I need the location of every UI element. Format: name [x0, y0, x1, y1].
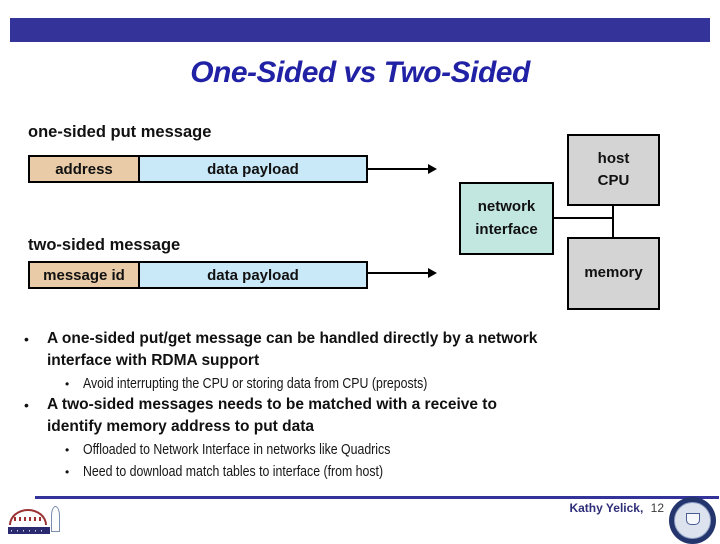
footer-divider: [35, 496, 719, 499]
berkeley-lab-logo: [8, 503, 66, 539]
one-sided-message-box: address data payload: [28, 155, 368, 183]
page-number: 12: [650, 501, 664, 515]
bullet-list: • A one-sided put/get message can be han…: [20, 328, 710, 482]
data-payload-field: data payload: [140, 263, 366, 287]
memory-label: memory: [584, 264, 643, 282]
sub-bullet-item: • Avoid interrupting the CPU or storing …: [65, 375, 710, 394]
bullet-marker: •: [24, 331, 29, 347]
bullet-marker: •: [65, 377, 70, 391]
network-interface-box: network interface: [459, 182, 554, 255]
arrow-head: [428, 268, 437, 278]
network-interface-label-line2: interface: [475, 220, 538, 238]
sub-bullet-text: Avoid interrupting the CPU or storing da…: [83, 376, 428, 392]
slide-title: One-Sided vs Two-Sided: [190, 56, 530, 89]
lab-wordmark-bar: [8, 527, 50, 534]
top-accent-bar: [10, 18, 710, 42]
memory-box: memory: [567, 237, 660, 310]
right-arrow-icon: [368, 268, 437, 278]
arrow-shaft: [368, 272, 429, 274]
bullet-marker: •: [65, 465, 70, 479]
bullet-text-line: A two-sided messages needs to be matched…: [47, 396, 497, 413]
host-cpu-label-line2: CPU: [597, 172, 630, 189]
bullet-item: • A two-sided messages needs to be match…: [20, 394, 710, 438]
two-sided-message-box: message id data payload: [28, 261, 368, 289]
lab-tower-icon: [51, 506, 60, 532]
host-cpu-box: host CPU: [567, 134, 660, 206]
bullet-text: A two-sided messages needs to be matched…: [47, 394, 497, 438]
bullet-marker: •: [24, 397, 29, 413]
two-sided-message-label: two-sided message: [28, 236, 181, 254]
arrow-shaft: [368, 168, 429, 170]
bullet-text-line: identify memory address to put data: [47, 418, 314, 435]
sub-bullet-text: Offloaded to Network Interface in networ…: [83, 442, 391, 458]
network-interface-label-line1: network: [477, 198, 536, 215]
sub-bullet-item: • Need to download match tables to inter…: [65, 463, 710, 482]
connector-line-horizontal: [554, 217, 613, 219]
bullet-text-line: A one-sided put/get message can be handl…: [47, 330, 538, 347]
address-field: address: [30, 157, 140, 181]
uc-berkeley-seal-logo: [669, 497, 716, 544]
footer-credit: Kathy Yelick, 12: [569, 501, 664, 515]
host-cpu-label-line1: host: [597, 149, 630, 167]
right-arrow-icon: [368, 164, 437, 174]
connector-line-vertical: [612, 206, 614, 237]
sub-bullet-text: Need to download match tables to interfa…: [83, 464, 384, 480]
bullet-text: A one-sided put/get message can be handl…: [47, 328, 537, 372]
bullet-marker: •: [65, 443, 70, 457]
bullet-text-line: interface with RDMA support: [47, 352, 260, 369]
seal-book-icon: [686, 513, 700, 525]
author-name: Kathy Yelick,: [569, 501, 644, 515]
one-sided-message-label: one-sided put message: [28, 123, 212, 141]
lab-dome-windows: [14, 517, 42, 521]
message-id-field: message id: [30, 263, 140, 287]
data-payload-field: data payload: [140, 157, 366, 181]
bullet-item: • A one-sided put/get message can be han…: [20, 328, 710, 372]
arrow-head: [428, 164, 437, 174]
sub-bullet-item: • Offloaded to Network Interface in netw…: [65, 441, 710, 460]
